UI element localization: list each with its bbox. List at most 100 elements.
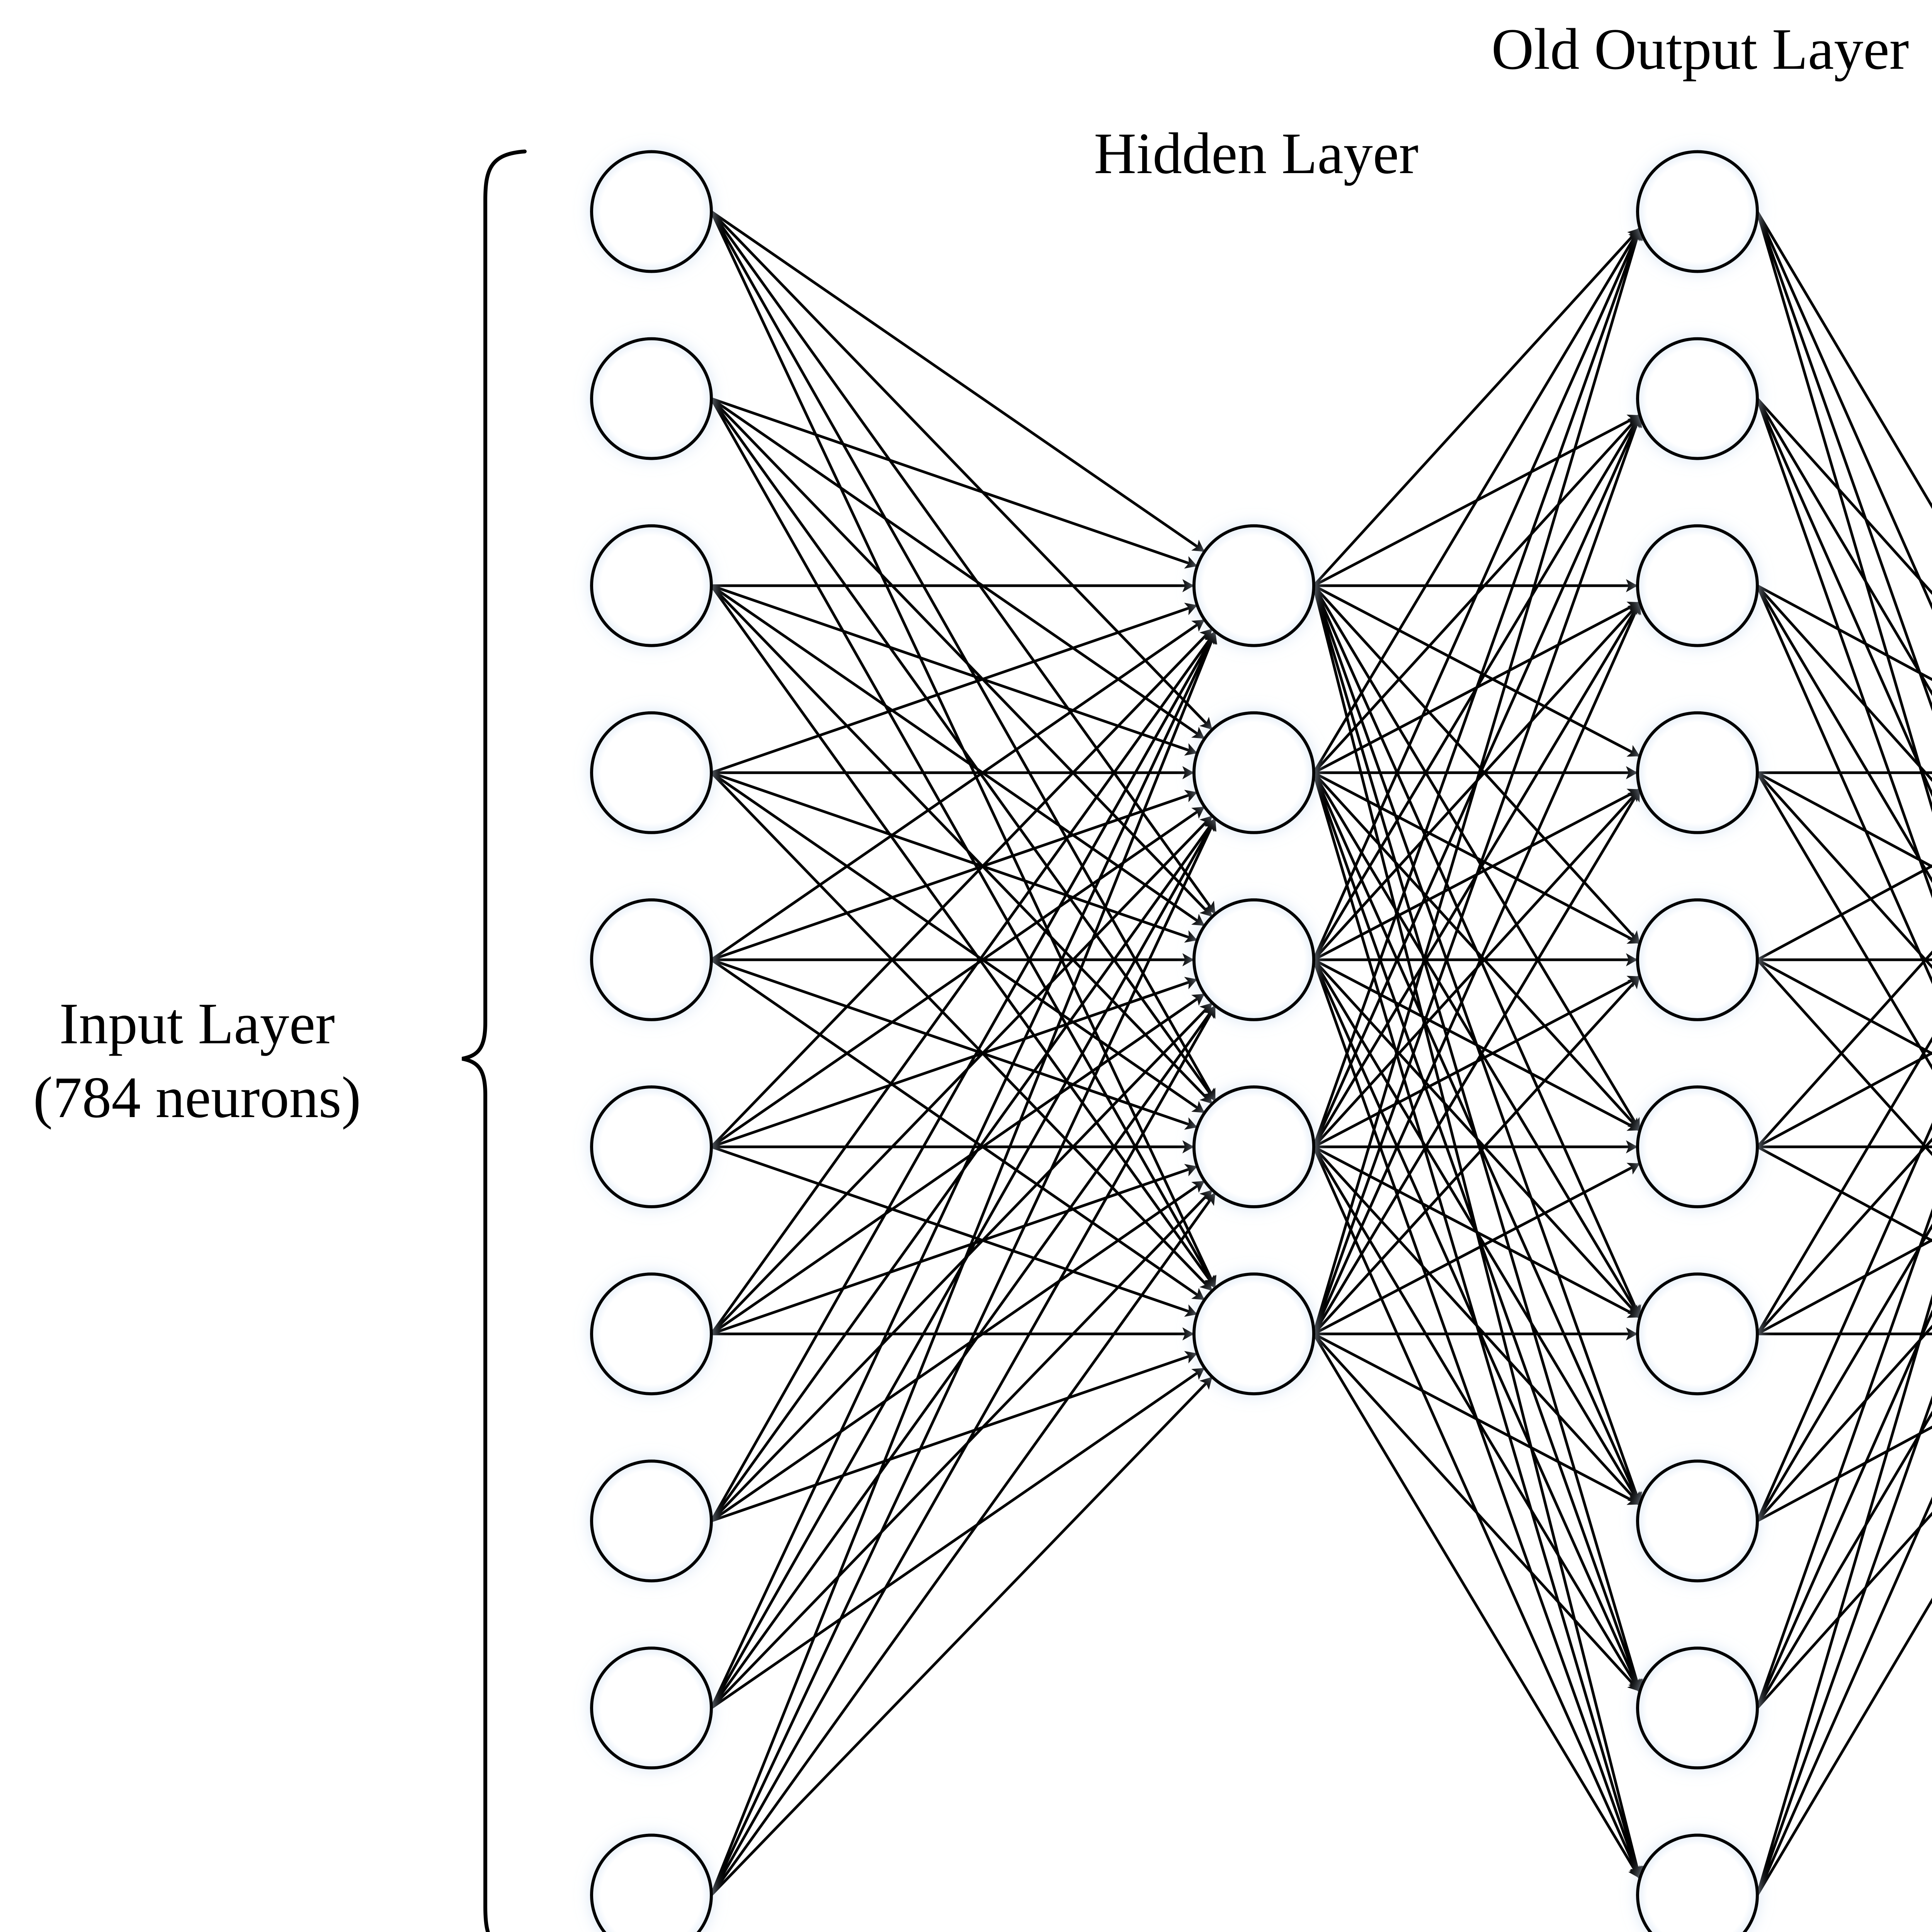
edge-input-r6-to-hidden-r4	[711, 993, 1206, 1335]
edge-old-output-r3-to-new-output-r6	[1756, 772, 1932, 1070]
edge-hidden-r4-to-old-output-r5	[1313, 958, 1641, 1132]
edge-input-r4-to-hidden-r5	[711, 958, 1198, 1130]
input-node-9	[590, 1646, 713, 1770]
edge-input-r6-to-hidden-r3	[710, 815, 1213, 1335]
edge-old-output-r7-to-new-output-r4	[1756, 1223, 1932, 1522]
edge-hidden-r3-to-old-output-r4	[1313, 771, 1641, 945]
edge-input-r1-to-hidden-r6	[710, 398, 1217, 1289]
edge-hidden-r2-to-old-output-r0	[1313, 227, 1641, 587]
old-output-node-9	[1636, 1646, 1759, 1770]
edge-hidden-r6-to-old-output-r2	[1312, 601, 1641, 1335]
edge-hidden-r6-to-old-output-r5	[1313, 1162, 1641, 1335]
edge-input-r9-to-hidden-r2	[710, 631, 1218, 1896]
old-output-label-line-1: Old Output Layer	[1492, 17, 1909, 82]
edge-hidden-r5-to-old-output-r6	[1313, 1145, 1641, 1319]
old-output-node-7	[1636, 1272, 1759, 1396]
edge-input-r2-to-hidden-r5	[710, 585, 1213, 1105]
old-output-node-1	[1636, 150, 1759, 273]
edge-input-r8-to-hidden-r6	[711, 1367, 1206, 1709]
input-node-10	[590, 1833, 713, 1932]
edge-old-output-r6-to-new-output-r4	[1756, 1138, 1932, 1335]
edge-input-r2-to-hidden-r6	[710, 585, 1217, 1289]
edge-old-output-r7-to-new-output-r5	[1756, 1325, 1932, 1522]
edge-input-r1-to-hidden-r2	[711, 397, 1198, 569]
old-output-node-3	[1636, 524, 1759, 647]
hidden-node-2	[1192, 711, 1315, 834]
edge-old-output-r5-to-new-output-r3	[1756, 950, 1932, 1148]
edge-input-r5-to-hidden-r6	[711, 1145, 1198, 1317]
edge-old-output-r9-to-new-output-r5	[1756, 1496, 1932, 1896]
edge-hidden-r6-to-old-output-r3	[1312, 788, 1641, 1335]
edge-old-output-r8-to-new-output-r5	[1756, 1410, 1932, 1709]
edge-hidden-r6-to-old-output-r4	[1313, 975, 1641, 1335]
edge-input-r5-to-hidden-r2	[710, 628, 1213, 1148]
edge-hidden-r5-to-old-output-r0	[1312, 228, 1642, 1148]
hidden-node-4	[1192, 1085, 1315, 1208]
input-node-6	[590, 1085, 713, 1208]
edge-old-output-r6-to-new-output-r3	[1756, 1036, 1932, 1335]
old-output-node-10	[1636, 1833, 1759, 1932]
old-output-node-8	[1636, 1459, 1759, 1583]
hidden-node-3	[1192, 898, 1315, 1021]
input-node-5	[590, 898, 713, 1021]
input-node-7	[590, 1272, 713, 1396]
edge-old-output-r2-to-new-output-r6	[1756, 585, 1932, 985]
edge-input-r1-to-hidden-r3	[711, 397, 1206, 740]
hidden-label-line-1: Hidden Layer	[1094, 121, 1418, 186]
edge-hidden-r6-to-old-output-r0	[1312, 228, 1643, 1335]
edge-old-output-r8-to-new-output-r6	[1756, 1512, 1932, 1709]
edge-hidden-r6-to-old-output-r8	[1313, 1333, 1641, 1692]
edge-old-output-r4-to-new-output-r6	[1756, 959, 1932, 1156]
edge-hidden-r2-to-old-output-r4	[1313, 585, 1641, 944]
edge-input-r6-to-hidden-r5	[711, 1164, 1198, 1335]
edge-hidden-r6-to-old-output-r9	[1312, 1333, 1641, 1879]
edge-hidden-r3-to-old-output-r0	[1312, 227, 1641, 774]
edge-old-output-r2-to-new-output-r3	[1757, 584, 1932, 681]
edge-old-output-r7-to-new-output-r3	[1756, 1122, 1932, 1522]
edge-input-r3-to-hidden-r6	[710, 772, 1213, 1292]
edge-input-r9-to-hidden-r5	[710, 1192, 1217, 1896]
input-node-1	[590, 150, 713, 273]
input-brace-group	[462, 150, 527, 1932]
hidden-node-1	[1192, 524, 1315, 647]
edge-old-output-r3-to-new-output-r5	[1756, 772, 1932, 969]
edge-hidden-r6-to-old-output-r7	[1313, 1332, 1641, 1506]
edge-hidden-r5-to-old-output-r7	[1313, 1146, 1641, 1505]
edge-input-r8-to-hidden-r2	[710, 631, 1217, 1709]
edge-old-output-r9-to-new-output-r6	[1756, 1597, 1932, 1896]
edge-input-r0-to-hidden-r4	[710, 211, 1217, 915]
edge-old-output-r1-to-new-output-r4	[1756, 398, 1932, 696]
edge-input-r9-to-hidden-r4	[710, 1005, 1217, 1896]
edge-old-output-r0-to-new-output-r3	[1756, 211, 1932, 509]
edge-input-r7-to-hidden-r4	[710, 1002, 1213, 1522]
input-node-2	[590, 337, 713, 460]
old-output-node-4	[1636, 711, 1759, 834]
edges-group	[710, 210, 1932, 1896]
edge-input-r0-to-hidden-r3	[710, 211, 1213, 731]
edge-input-r3-to-hidden-r5	[711, 771, 1206, 1114]
edge-old-output-r4-to-new-output-r3	[1757, 864, 1932, 961]
input-label-line-2: (784 neurons)	[33, 1065, 361, 1130]
edge-input-r2-to-hidden-r4	[711, 584, 1206, 927]
edge-input-r0-to-hidden-r5	[710, 211, 1217, 1102]
edge-old-output-r1-to-new-output-r3	[1756, 398, 1932, 595]
edge-hidden-r4-to-old-output-r6	[1313, 959, 1641, 1318]
input-label-line-1: Input Layer	[59, 991, 335, 1056]
edge-old-output-r8-to-new-output-r3	[1756, 1208, 1932, 1709]
edge-hidden-r3-to-old-output-r5	[1313, 772, 1641, 1131]
edge-input-r3-to-hidden-r4	[711, 771, 1198, 943]
edge-input-r3-to-hidden-r2	[711, 602, 1198, 774]
edge-input-r2-to-hidden-r3	[711, 584, 1198, 756]
old-output-node-6	[1636, 1085, 1759, 1208]
input-node-3	[590, 524, 713, 647]
edge-old-output-r2-to-new-output-r5	[1756, 585, 1932, 883]
edge-input-r9-to-hidden-r6	[710, 1376, 1213, 1896]
edge-input-r7-to-hidden-r2	[710, 631, 1217, 1522]
edge-input-r6-to-hidden-r2	[710, 631, 1217, 1335]
edge-input-r1-to-hidden-r4	[710, 398, 1213, 918]
input-node-8	[590, 1459, 713, 1583]
edge-old-output-r9-to-new-output-r3	[1756, 1294, 1932, 1896]
